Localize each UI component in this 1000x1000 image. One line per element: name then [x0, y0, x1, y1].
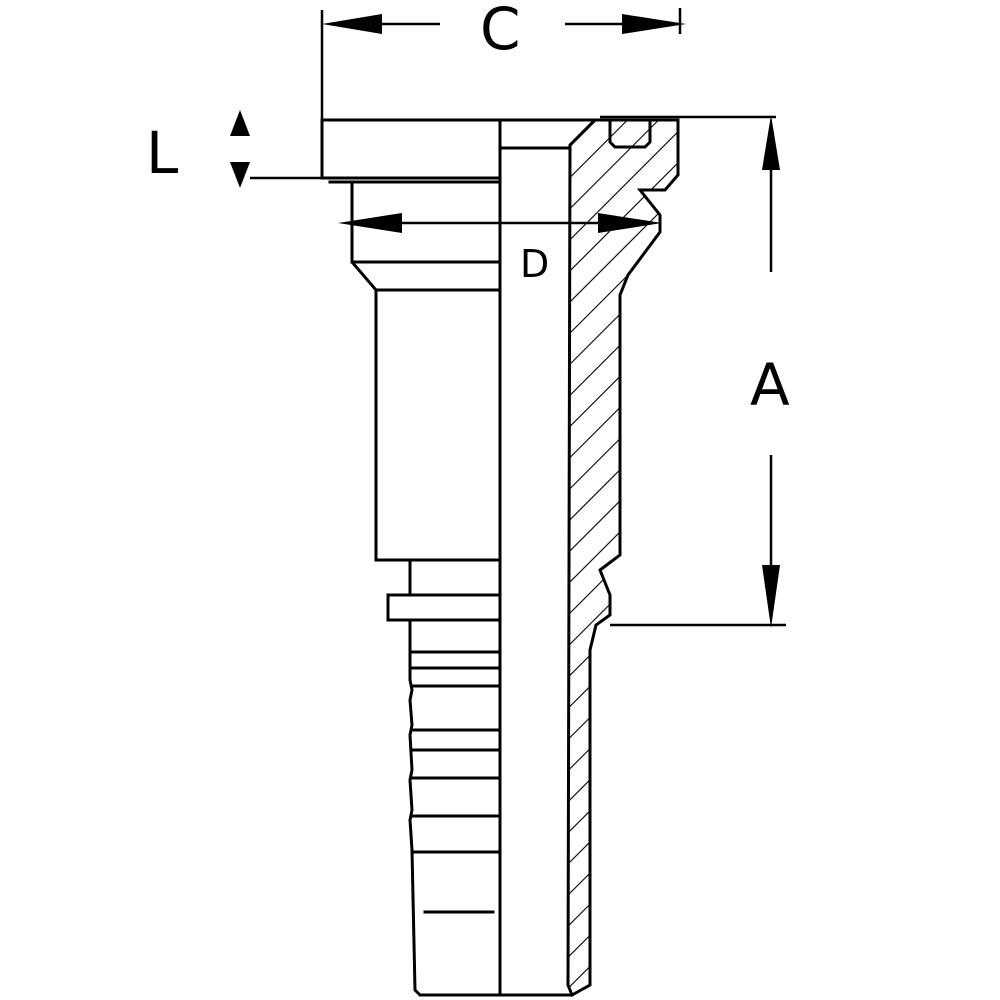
dimension-label-l: L: [146, 119, 179, 187]
dimension-label-d: D: [520, 242, 550, 286]
dimension-label-a: A: [750, 351, 790, 419]
dimension-a: [600, 115, 786, 628]
dimension-l: [230, 110, 322, 188]
dimension-label-c: C: [480, 0, 521, 63]
section-hatched: [566, 118, 680, 998]
fitting-body: [320, 118, 602, 997]
